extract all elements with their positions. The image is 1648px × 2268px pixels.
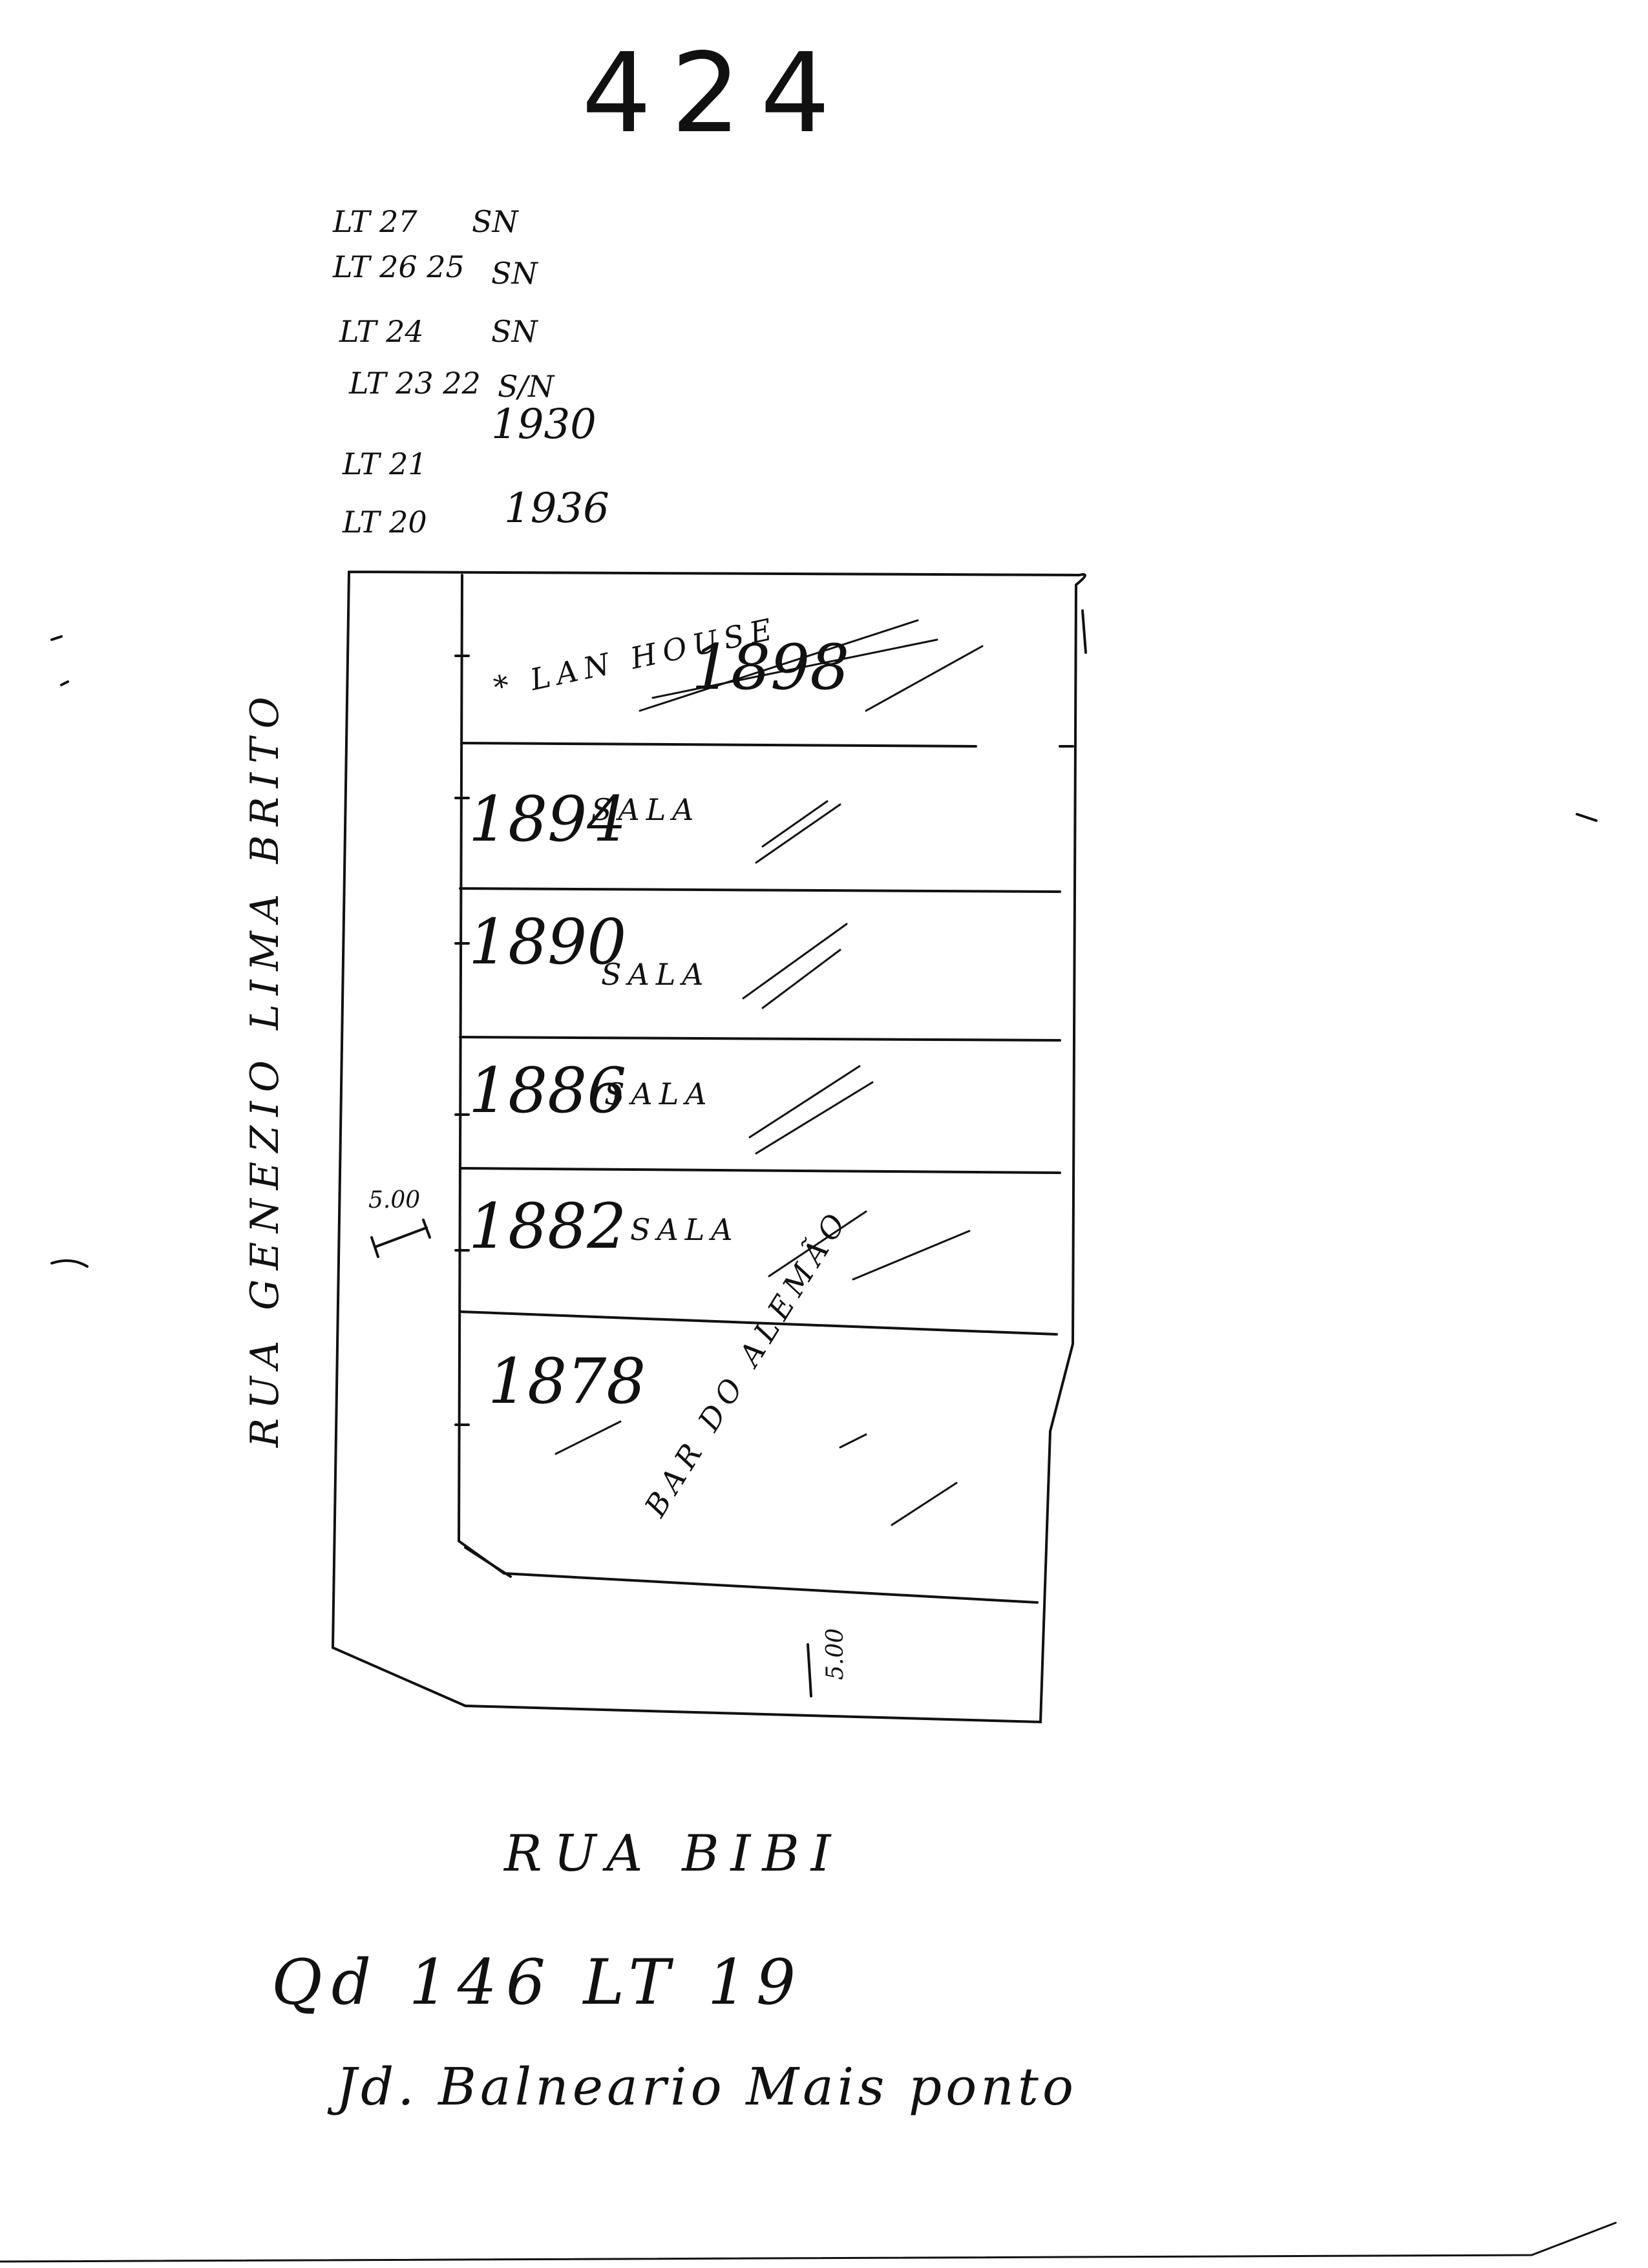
block-lot-reference: Qd 146 LT 19 — [271, 1946, 805, 2019]
unit-number-2: 1894 — [469, 783, 627, 856]
outer-boundary-line — [331, 571, 1086, 1724]
unit-label-4: SALA — [604, 1076, 713, 1111]
lot-label-6: LT 20 — [343, 505, 427, 540]
unit-number-1: 1898 — [692, 631, 850, 704]
unit-divider-4 — [459, 1167, 1061, 1174]
unit-divider-3 — [459, 1036, 1061, 1042]
bottom-street-name: RUA BIBI — [504, 1825, 843, 1883]
lot-number-3: SN — [491, 314, 538, 349]
lot-label-2: LT 26 25 — [333, 249, 465, 284]
side-street-name: RUA GENEZIO LIMA BRITO — [242, 688, 288, 1447]
bottom-dimension: 5.00 — [822, 1628, 849, 1680]
district-name: Jd. Balneario Mais ponto — [336, 2057, 1078, 2117]
lot-label-4: LT 23 22 — [349, 366, 481, 401]
lot-number-2: SN — [491, 256, 538, 291]
lot-label-5: LT 21 — [343, 446, 427, 481]
unit-number-4: 1886 — [469, 1055, 627, 1127]
lot-label-1: LT 27 — [333, 204, 417, 239]
unit-number-3: 1890 — [469, 906, 627, 978]
lot-number-5: 1930 — [491, 401, 597, 448]
unit-number-6: 1878 — [488, 1345, 646, 1418]
lot-number-6: 1936 — [504, 485, 609, 532]
unit-number-5: 1882 — [469, 1190, 627, 1263]
unit-divider-2 — [459, 887, 1061, 893]
lot-number-4: S/N — [498, 369, 555, 404]
hatching-marks — [555, 619, 984, 1526]
unit-label-3: SALA — [601, 957, 710, 992]
lot-label-3: LT 24 — [339, 314, 424, 349]
page-bottom-line — [0, 2221, 1617, 2263]
unit-label-5: SALA — [630, 1212, 739, 1247]
side-dimension: 5.00 — [368, 1187, 421, 1213]
unit-divider-5 — [459, 1310, 1058, 1336]
unit-divider-1 — [461, 742, 977, 748]
unit-label-2: SALA — [591, 792, 701, 827]
lot-number-1: SN — [472, 204, 518, 239]
page-number: 424 — [582, 30, 850, 158]
